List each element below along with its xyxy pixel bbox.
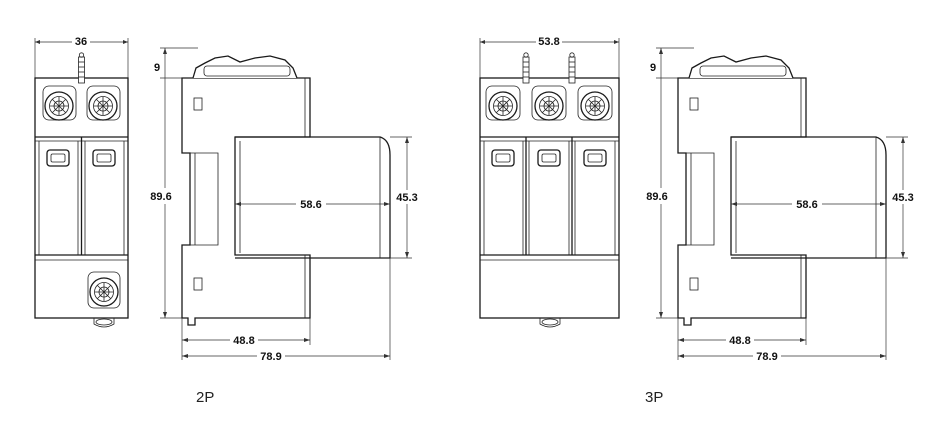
dim-top-offset-2p: 9 <box>154 62 160 74</box>
dim-cover-height-2p: 45.3 <box>396 192 417 204</box>
dim-depth-overall-2p: 78.9 <box>260 351 281 363</box>
caption-2p: 2P <box>196 389 215 406</box>
dim-depth-overall-3p: 78.9 <box>756 351 777 363</box>
side-view-2p <box>150 47 419 363</box>
dim-cover-height-3p: 45.3 <box>892 192 913 204</box>
dim-top-offset-3p: 9 <box>650 62 656 74</box>
dim-front-width-3p: 53.8 <box>538 36 559 48</box>
dim-height-2p: 89.6 <box>150 191 171 203</box>
dim-front-width-2p: 36 <box>75 36 87 48</box>
dim-cover-depth-2p: 58.6 <box>300 199 321 211</box>
dim-cover-depth-3p: 58.6 <box>796 199 817 211</box>
caption-3p: 3P <box>645 389 664 406</box>
front-view-3p <box>479 35 620 328</box>
dim-depth-base-3p: 48.8 <box>729 335 750 347</box>
dim-depth-base-2p: 48.8 <box>233 335 254 347</box>
dim-height-3p: 89.6 <box>646 191 667 203</box>
side-view-3p <box>646 47 915 363</box>
front-view-2p <box>34 35 129 328</box>
